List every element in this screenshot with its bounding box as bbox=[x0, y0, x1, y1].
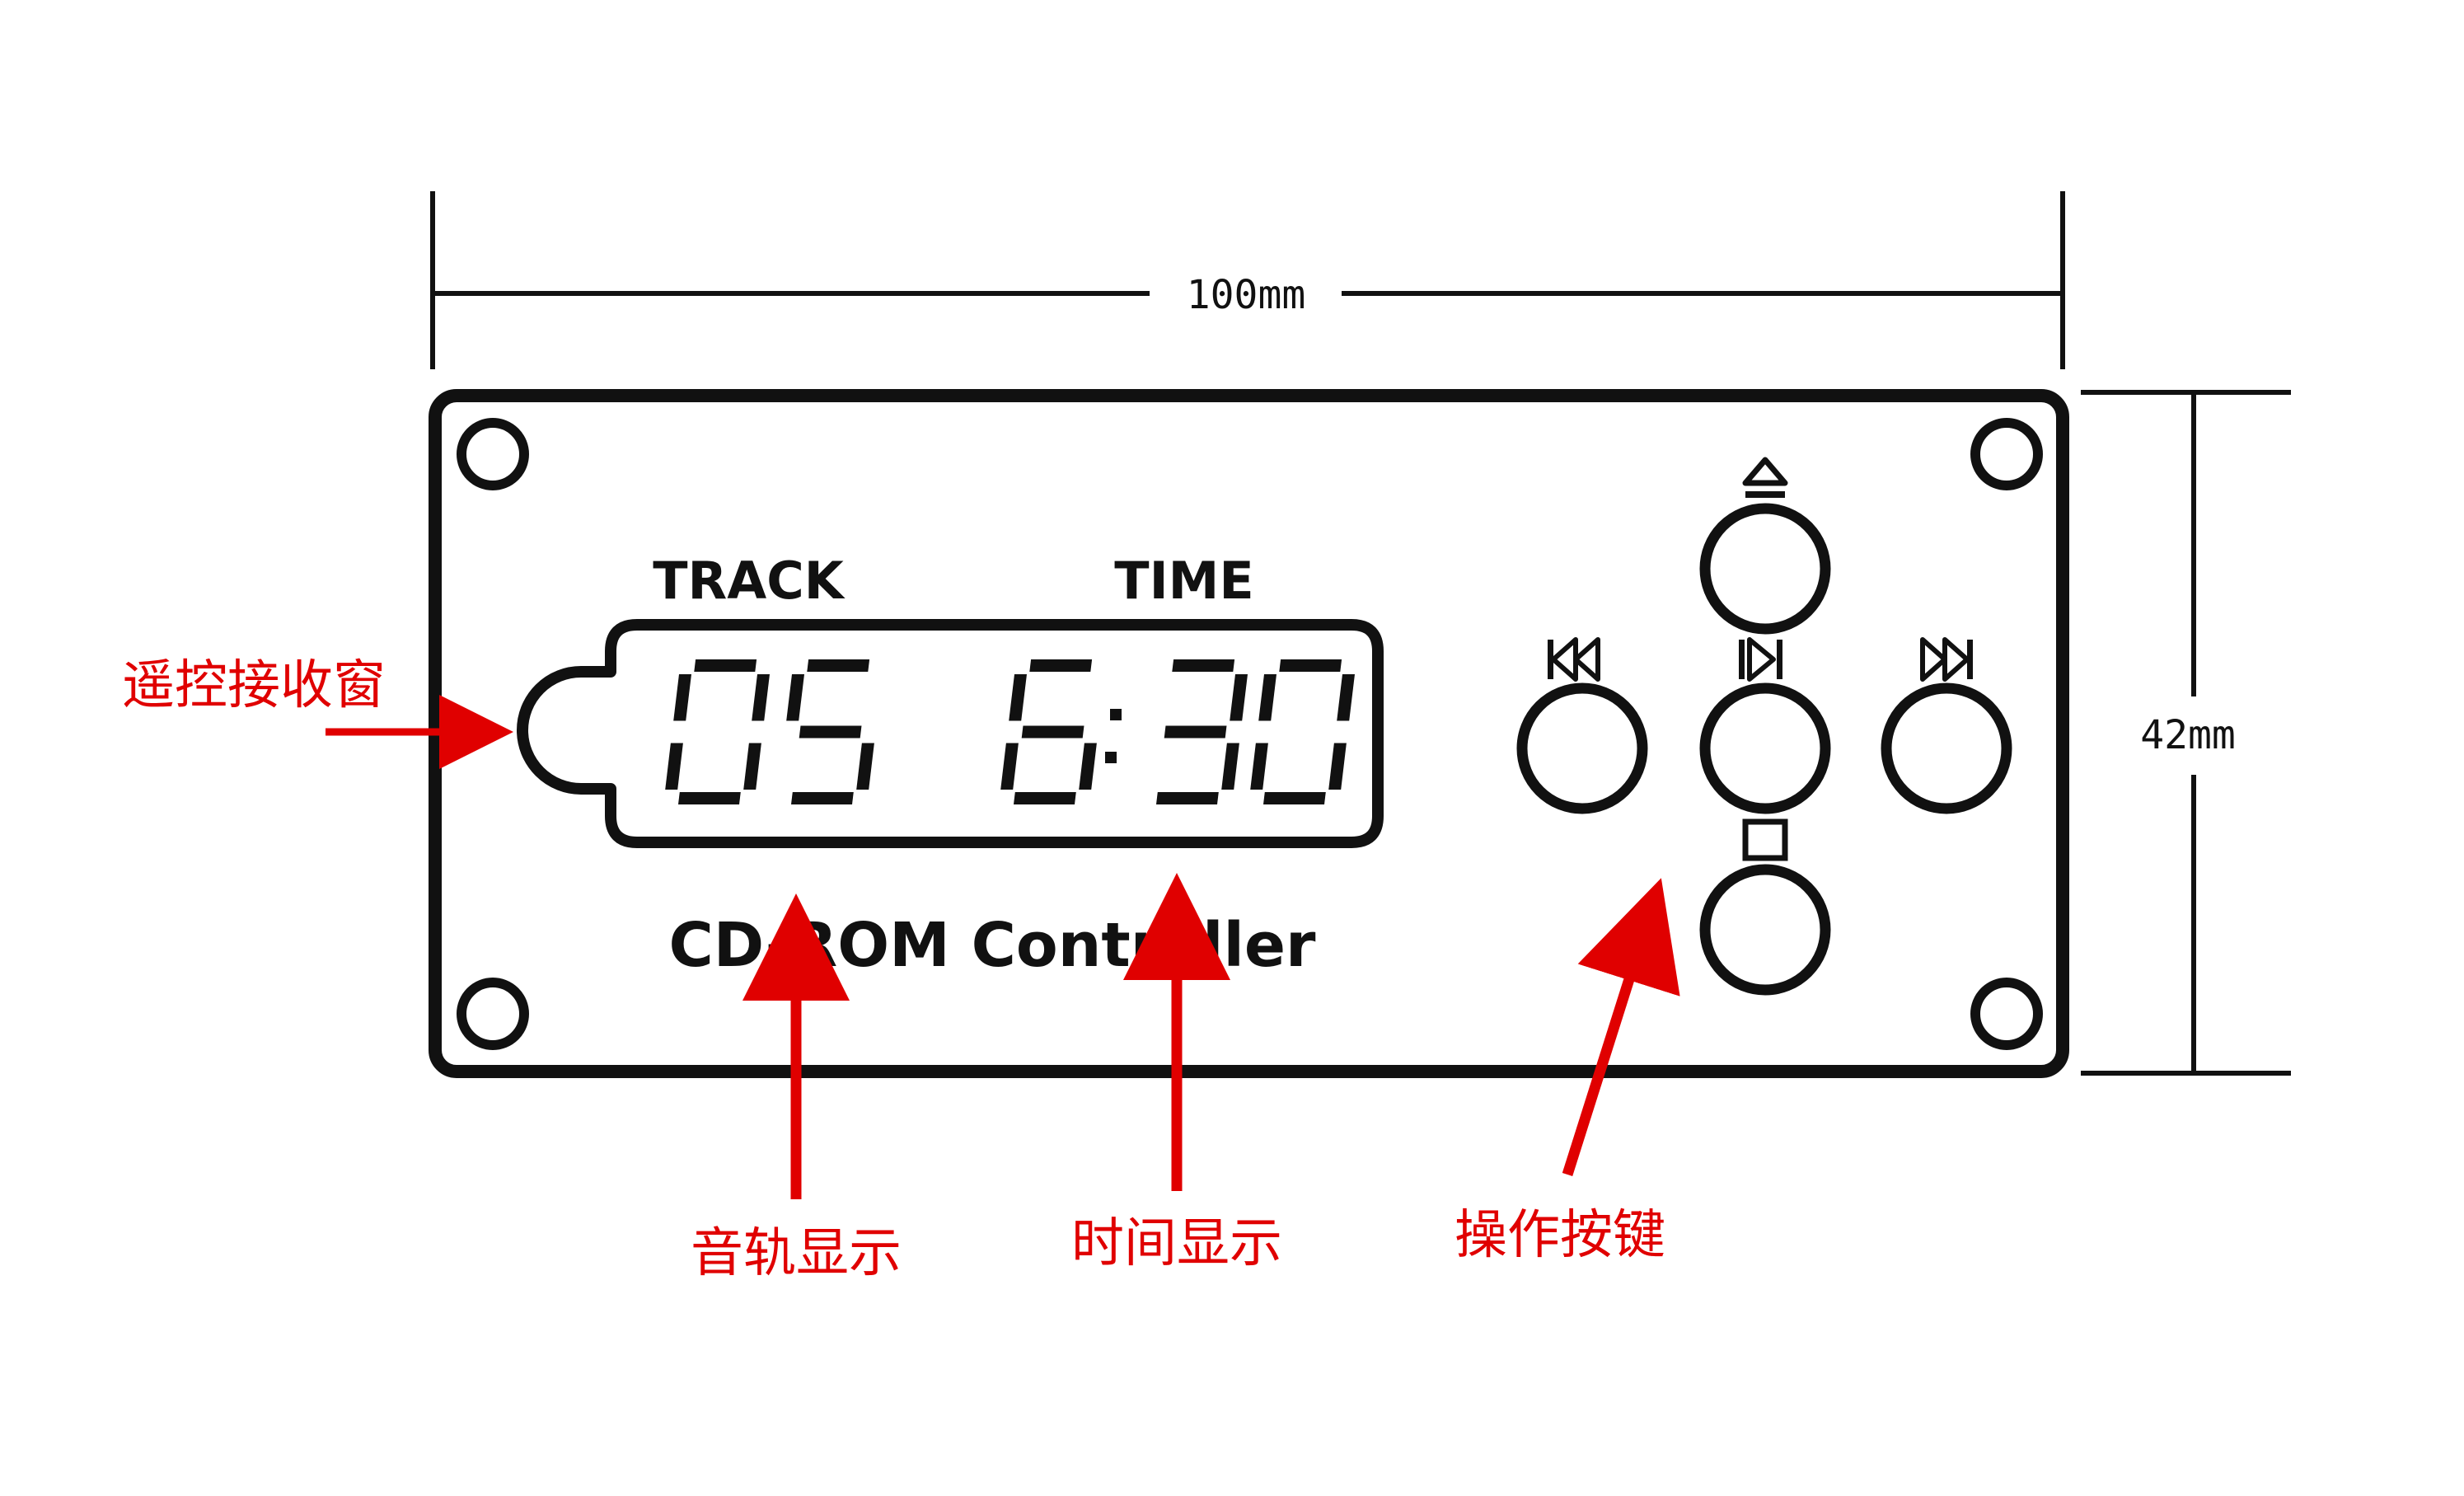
stop-button[interactable] bbox=[1699, 864, 1831, 996]
arrow-control-buttons bbox=[1562, 878, 1680, 1176]
segment-f bbox=[673, 674, 691, 721]
segment-a bbox=[1279, 659, 1342, 672]
segment-c bbox=[743, 743, 761, 790]
segment-c bbox=[1079, 743, 1097, 790]
segment-a bbox=[807, 659, 870, 672]
segment-d bbox=[791, 792, 854, 804]
segment-c bbox=[1328, 743, 1347, 790]
height-label: 42mm bbox=[2140, 712, 2236, 758]
panel-title: CD-ROM Controller bbox=[668, 910, 1316, 981]
width-label: 100mm bbox=[1187, 272, 1306, 318]
seven-segment-digits bbox=[665, 659, 1355, 804]
track-digit-2 bbox=[786, 659, 874, 804]
callout-track-display: 音轨显示 bbox=[691, 1223, 902, 1284]
segment-c bbox=[1221, 743, 1239, 790]
stop-icon bbox=[1742, 818, 1788, 861]
segment-b bbox=[1337, 674, 1355, 721]
segment-f bbox=[786, 674, 804, 721]
segment-c bbox=[856, 743, 874, 790]
lcd-display bbox=[517, 619, 1384, 848]
callout-control-buttons: 操作按键 bbox=[1455, 1205, 1665, 1266]
track-digit-1 bbox=[665, 659, 770, 804]
eject-button[interactable] bbox=[1699, 503, 1831, 635]
segment-e bbox=[1250, 743, 1268, 790]
segment-b bbox=[752, 674, 770, 721]
segment-a bbox=[1029, 659, 1093, 672]
mounting-hole-top-left bbox=[457, 418, 529, 490]
callout-remote-window: 遥控接收窗 bbox=[122, 655, 386, 716]
segment-a bbox=[1172, 659, 1235, 672]
prev-track-icon bbox=[1548, 637, 1600, 682]
segment-d bbox=[678, 792, 741, 804]
track-label: TRACK bbox=[653, 551, 846, 611]
play-pause-icon bbox=[1739, 637, 1782, 682]
callouts: 遥控接收窗 音轨显示 时间显示 操作按键 bbox=[122, 655, 1680, 1284]
next-track-icon bbox=[1920, 637, 1973, 682]
segment-g bbox=[1164, 725, 1227, 739]
time-colon bbox=[1105, 709, 1122, 763]
eject-symbol-icon bbox=[1742, 457, 1788, 498]
mounting-holes bbox=[457, 418, 2043, 1050]
segment-d bbox=[1156, 792, 1219, 804]
mounting-hole-top-right bbox=[1970, 418, 2043, 490]
mounting-hole-bottom-left bbox=[457, 978, 529, 1050]
height-dimension: 42mm bbox=[2081, 390, 2291, 1076]
play-pause-button[interactable] bbox=[1699, 682, 1831, 814]
mounting-hole-bottom-right bbox=[1970, 978, 2043, 1050]
segment-d bbox=[1014, 792, 1076, 804]
segment-f bbox=[1258, 674, 1277, 721]
segment-e bbox=[1000, 743, 1019, 790]
time-digit-seconds-1 bbox=[1156, 659, 1248, 804]
callout-time-display: 时间显示 bbox=[1071, 1213, 1282, 1274]
segment-f bbox=[1009, 674, 1027, 721]
segment-e bbox=[665, 743, 683, 790]
segment-d bbox=[1263, 792, 1326, 804]
segment-b bbox=[1230, 674, 1248, 721]
segment-g bbox=[799, 725, 862, 739]
control-buttons bbox=[1516, 457, 2012, 996]
width-dimension: 100mm bbox=[430, 191, 2065, 369]
segment-a bbox=[694, 659, 757, 672]
prev-track-button[interactable] bbox=[1516, 682, 1648, 814]
time-digit-seconds-2 bbox=[1250, 659, 1355, 804]
segment-g bbox=[1021, 725, 1084, 739]
next-track-button[interactable] bbox=[1881, 682, 2012, 814]
time-digit-minutes bbox=[1000, 659, 1097, 804]
time-label: TIME bbox=[1114, 551, 1253, 611]
